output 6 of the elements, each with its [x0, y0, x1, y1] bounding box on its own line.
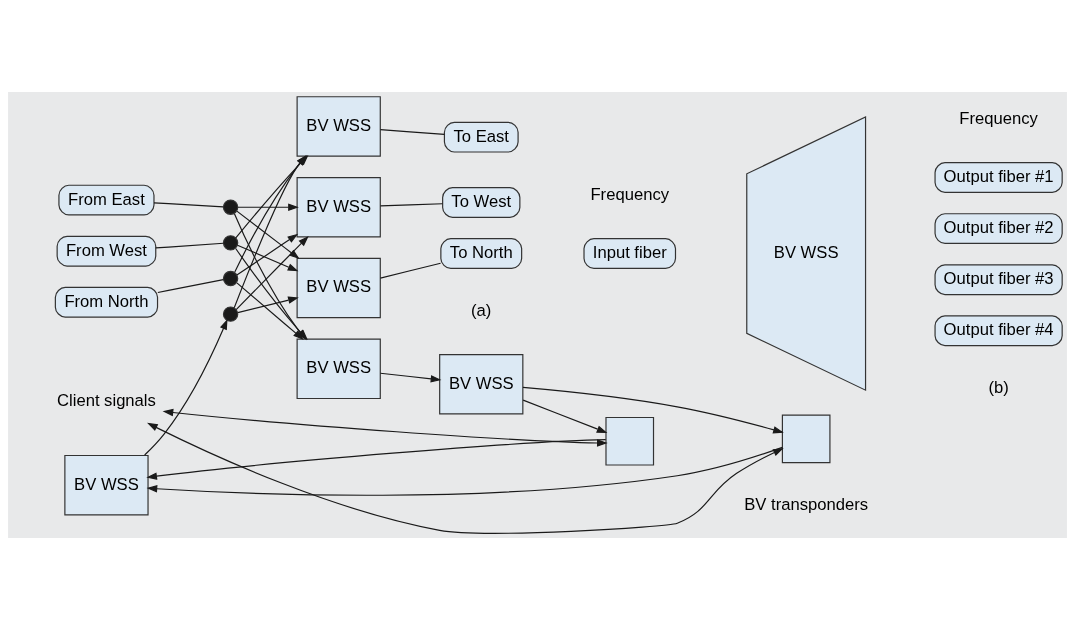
node-label: BV transponders — [744, 494, 869, 514]
label: Frequency — [590, 184, 670, 204]
label: Frequency — [959, 108, 1038, 128]
label: (b) — [988, 377, 1009, 397]
node-text: Client signals — [57, 390, 156, 410]
label: (a) — [471, 300, 492, 320]
